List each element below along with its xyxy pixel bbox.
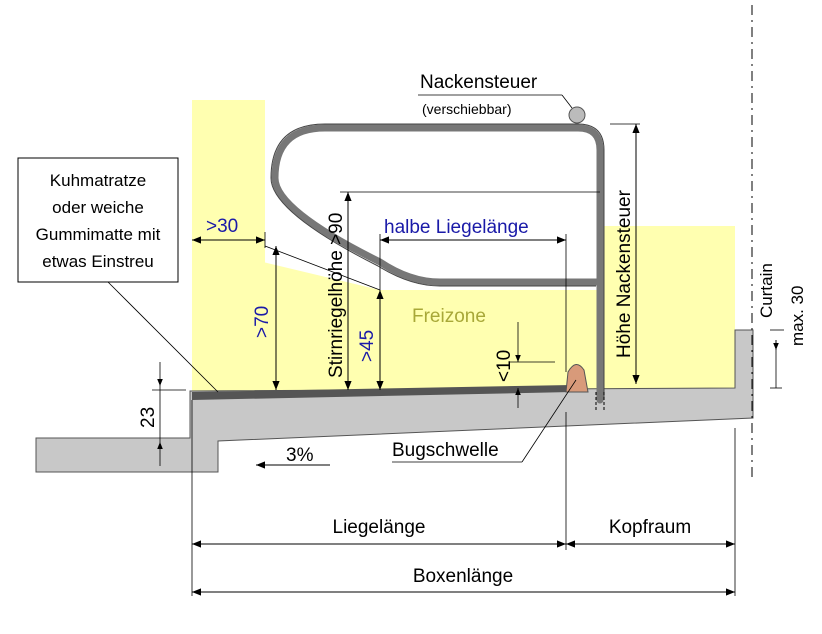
label-kopfraum: Kopfraum <box>609 517 691 538</box>
bugschwelle-shape <box>565 364 589 393</box>
label-hoehe-nackensteuer: Höhe Nackensteuer <box>614 189 635 358</box>
mattress <box>192 385 572 400</box>
label-verschiebbar: (verschiebbar) <box>422 101 511 117</box>
label-gefaelle: 3% <box>286 445 314 466</box>
neck-rail-knob <box>568 106 586 124</box>
matratze-callout-box <box>17 157 179 283</box>
label-matratze-3: Gummimatte mit <box>36 225 161 244</box>
label-gt30: >30 <box>206 216 238 237</box>
label-halbe-liegelaenge: halbe Liegelänge <box>384 217 529 238</box>
label-boxenlaenge: Boxenlänge <box>413 566 513 587</box>
label-stirnriegel: Stirnriegelhöhe >90 <box>326 213 347 378</box>
concrete-floor <box>35 329 754 473</box>
label-nackensteuer: Nackensteuer <box>420 72 538 93</box>
label-freizone: Freizone <box>412 306 486 327</box>
label-23: 23 <box>138 407 159 428</box>
label-matratze-1: Kuhmatratze <box>50 171 146 190</box>
label-liegelaenge: Liegelänge <box>333 517 426 538</box>
label-matratze-2: oder weiche <box>52 198 144 217</box>
label-lt10: <10 <box>494 350 515 382</box>
freizone-area <box>192 100 735 392</box>
label-gt45: >45 <box>357 330 378 362</box>
label-bugschwelle: Bugschwelle <box>392 440 499 461</box>
label-max30: max. 30 <box>788 286 807 346</box>
label-matratze-4: etwas Einstreu <box>42 252 154 271</box>
label-curtain: Curtain <box>757 263 776 318</box>
label-gt70: >70 <box>252 306 273 338</box>
neck-rail-frame <box>271 124 604 404</box>
